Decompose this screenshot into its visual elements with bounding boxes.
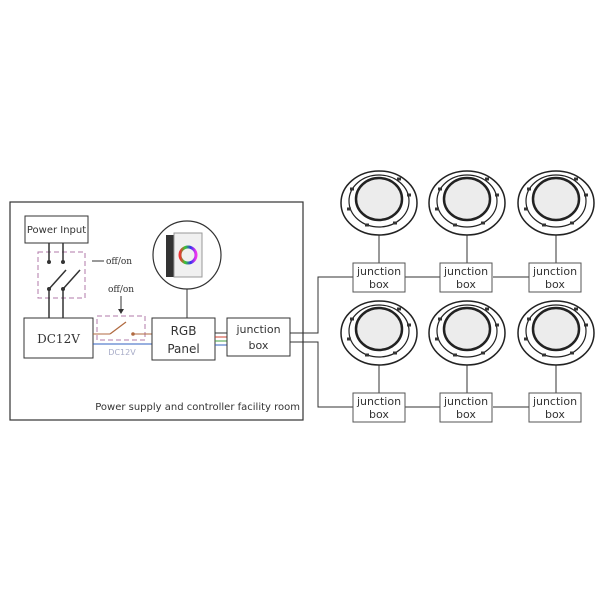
pool-light (517, 300, 595, 393)
switch-label-2: off/on (108, 285, 134, 295)
rgb-panel-label: RGB (171, 324, 197, 338)
junction-label: box (249, 339, 269, 352)
junction-label: box (545, 278, 565, 291)
rgb-panel-label: Panel (167, 342, 199, 356)
junction-label: box (369, 408, 389, 421)
power-input-box: Power Input (24, 215, 89, 244)
facility-room-caption: Power supply and controller facility roo… (95, 402, 300, 413)
dc-switch (93, 315, 152, 345)
main-switch (37, 243, 86, 318)
junction-label: junction (443, 395, 488, 408)
dc12v-label: DC12V (37, 332, 80, 346)
pool-light (340, 300, 418, 393)
pool-light (428, 300, 506, 393)
dc12v-power-supply: DC12V (23, 317, 94, 359)
junction-label: junction (532, 265, 577, 278)
junction-label: junction (532, 395, 577, 408)
pool-light (517, 170, 595, 263)
junction-label: box (456, 408, 476, 421)
pool-light (340, 170, 418, 263)
color-wheel-icon (178, 245, 198, 265)
room-junction-box: junction box (226, 317, 291, 357)
junction-label: junction (356, 265, 401, 278)
junction-label: junction (235, 323, 280, 336)
junction-label: box (545, 408, 565, 421)
rgb-wires (215, 332, 227, 346)
feed-line-bottom (290, 341, 353, 408)
junction-label: box (456, 278, 476, 291)
pool-light (428, 170, 506, 263)
junction-label: box (369, 278, 389, 291)
rgb-panel-box: RGB Panel (151, 317, 216, 361)
junction-label: junction (443, 265, 488, 278)
rgb-panel-callout (152, 220, 222, 318)
dc-wire-label: DC12V (108, 348, 136, 357)
power-input-label: Power Input (27, 225, 86, 236)
junction-label: junction (356, 395, 401, 408)
facility-room-frame (9, 201, 304, 421)
feed-line-top (290, 276, 353, 334)
switch-label-1: off/on (106, 257, 132, 267)
